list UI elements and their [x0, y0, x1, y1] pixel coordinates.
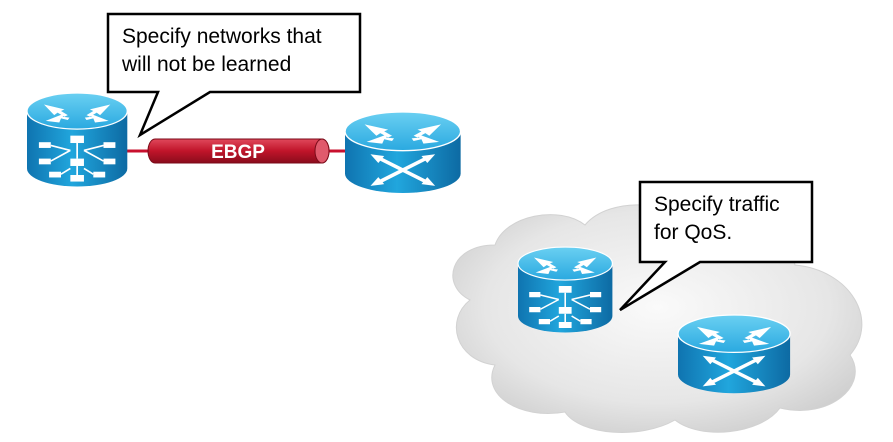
callout-line-2: will not be learned — [121, 53, 291, 76]
callout-line-1: Specify traffic — [654, 193, 780, 216]
ebgp-link: EBGP — [120, 138, 350, 164]
ebgp-label: EBGP — [211, 142, 265, 163]
ebgp-tunnel — [147, 138, 330, 164]
callout-traffic-qos: Specify traffic for QoS. — [619, 180, 814, 312]
multilayer-switch-icon — [26, 92, 129, 188]
multilayer-switch-icon — [517, 246, 614, 334]
router-icon — [676, 313, 792, 396]
callout-line-1: Specify networks that — [122, 25, 322, 48]
router-icon — [343, 110, 463, 195]
callout-line-2: for QoS. — [654, 221, 732, 244]
callout-networks-not-learned: Specify networks that will not be learne… — [106, 12, 362, 139]
